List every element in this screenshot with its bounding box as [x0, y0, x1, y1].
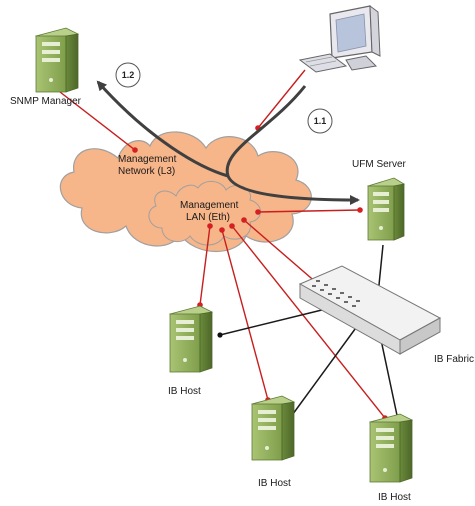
ib-fabric-label: IB Fabric	[434, 354, 474, 365]
flow-arrows	[96, 80, 360, 205]
ib-host-left-label: IB Host	[168, 386, 201, 397]
ib-host-right-label: IB Host	[378, 492, 411, 503]
management-lan-label-line1: Management	[180, 200, 239, 211]
ib-host-middle-label: IB Host	[258, 478, 291, 489]
ufm-server-label: UFM Server	[352, 159, 407, 170]
step-badge-1-2-label: 1.2	[122, 70, 135, 80]
management-network-label-line2: Network (L3)	[118, 166, 175, 177]
step-badge-1-1-label: 1.1	[314, 116, 327, 126]
management-cloud	[59, 131, 312, 253]
snmp-manager-server-icon	[34, 27, 80, 93]
step-badge-1-1: 1.1	[307, 108, 333, 134]
management-network-label-line1: Management	[118, 154, 177, 165]
workstation-icon	[298, 4, 381, 73]
ufm-server-icon	[367, 177, 405, 241]
snmp-manager-label: SNMP Manager	[10, 96, 82, 107]
management-lan-label-line2: LAN (Eth)	[186, 212, 230, 223]
ib-switch-icon	[298, 265, 442, 355]
management-links	[59, 69, 386, 419]
ib-host-right-server-icon	[368, 413, 414, 483]
ib-host-left-server-icon	[168, 305, 214, 373]
ib-host-middle-server-icon	[250, 395, 296, 461]
step-badge-1-2: 1.2	[115, 62, 141, 88]
fabric-links	[219, 244, 399, 421]
